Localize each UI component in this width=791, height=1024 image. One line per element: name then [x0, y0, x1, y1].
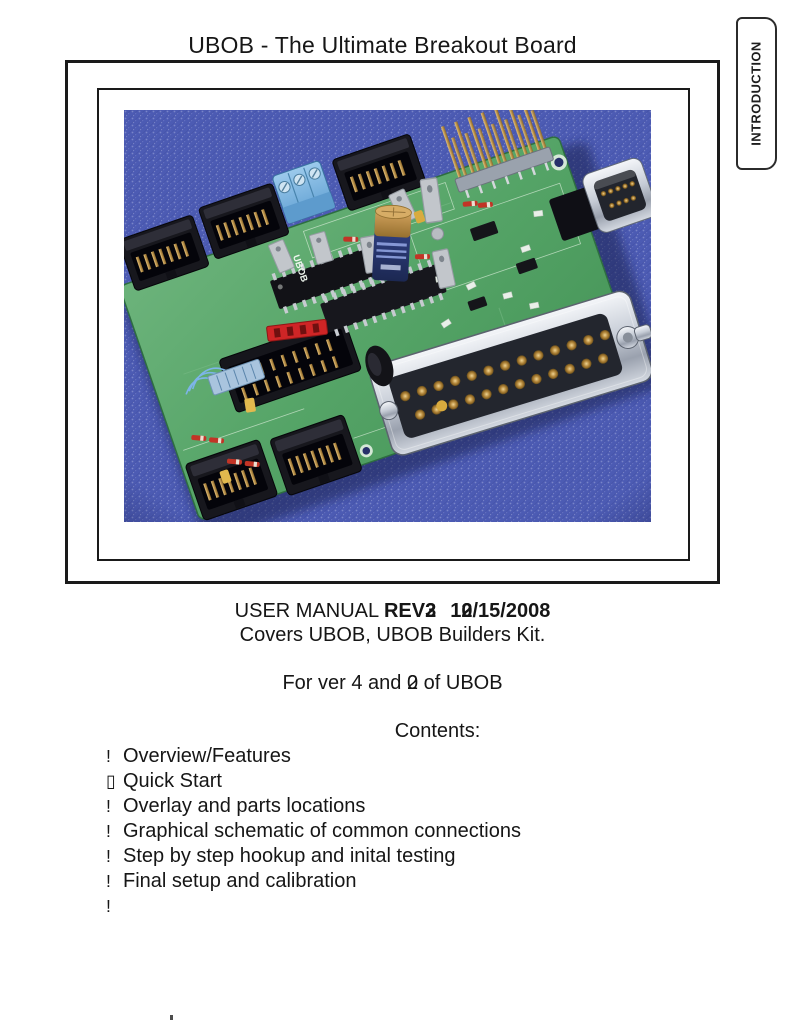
list-item-label: Final setup and calibration — [123, 870, 357, 892]
bullet-glyph: ! — [106, 846, 111, 866]
list-item: ▯ Quick Start — [106, 769, 720, 794]
inner-photo-frame: UBOB — [97, 88, 690, 561]
list-item-label: Overlay and parts locations — [123, 795, 366, 817]
list-item-label: Quick Start — [123, 770, 222, 792]
date-rest: /15/2008 — [472, 600, 551, 622]
board-photo: UBOB — [124, 110, 651, 522]
side-tab-label: INTRODUCTION — [749, 41, 764, 146]
list-item: ! Overlay and parts locations — [106, 794, 720, 819]
bullet-glyph: ! — [106, 821, 111, 841]
list-item: ! — [106, 894, 720, 919]
bullet-glyph: ! — [106, 896, 111, 916]
list-item: ! Overview/Features — [106, 744, 720, 769]
covers-line: Covers UBOB, UBOB Builders Kit. — [239, 624, 546, 646]
contents-list: ! Overview/Features ▯ Quick Start ! Overlay… — [65, 744, 720, 919]
contents-heading: Contents: — [394, 720, 481, 742]
list-item-label: Overview/Features — [123, 745, 291, 767]
photo-vignette — [124, 110, 651, 522]
rev-word: REV — [383, 600, 426, 622]
date-first: 1 — [450, 600, 462, 622]
list-item-label: Step by step hookup and inital testing — [123, 845, 456, 867]
ubob-board-photo-svg: UBOB — [124, 110, 651, 522]
list-item: ! Final setup and calibration — [106, 869, 720, 894]
list-item-label: Graphical schematic of common connection… — [123, 820, 521, 842]
bullet-glyph: ▯ — [106, 771, 116, 791]
bullet-glyph: ! — [106, 746, 111, 766]
bullet-glyph: ! — [106, 871, 111, 891]
list-item: ! Step by step hookup and inital testing — [106, 844, 720, 869]
outer-photo-frame: UBOB — [65, 60, 720, 584]
page-title: UBOB - The Ultimate Breakout Board — [188, 32, 577, 58]
introduction-side-tab: INTRODUCTION — [736, 17, 777, 170]
bullet-glyph: ! — [106, 796, 111, 816]
user-manual-text: USER MANUAL — [234, 600, 384, 622]
list-item: ! Graphical schematic of common connectio… — [106, 819, 720, 844]
cutoff-character-artifact — [170, 1015, 173, 1020]
